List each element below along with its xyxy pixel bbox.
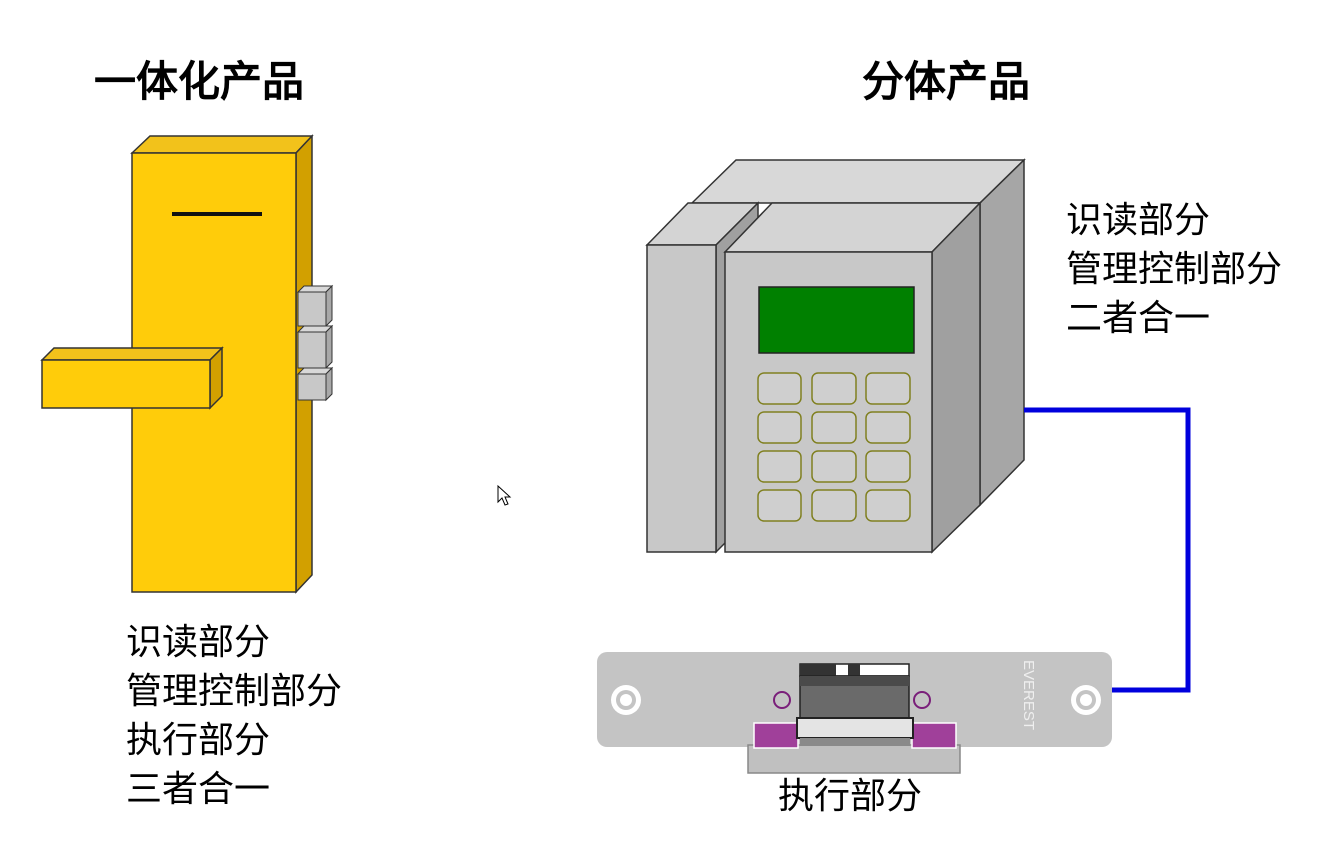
connection-wire bbox=[1024, 407, 1191, 693]
electric-strike bbox=[597, 652, 1112, 774]
lcd-screen bbox=[758, 286, 915, 354]
keypad-key bbox=[757, 411, 802, 444]
keypad-key bbox=[865, 411, 911, 444]
label-execution-part: 执行部分 bbox=[126, 720, 271, 761]
keypad-key bbox=[865, 489, 911, 522]
keypad-key bbox=[811, 450, 857, 483]
keypad bbox=[757, 372, 911, 522]
label-management-control-part: 管理控制部分 bbox=[1066, 249, 1283, 290]
label-three-in-one: 三者合一 bbox=[126, 769, 271, 810]
integrated-labels: 识读部分 管理控制部分 执行部分 三者合一 bbox=[126, 618, 342, 814]
split-labels: 识读部分 管理控制部分 二者合一 bbox=[1066, 196, 1282, 343]
keypad-key bbox=[811, 372, 857, 405]
integrated-lock-illustration bbox=[40, 134, 334, 594]
strike-brand-text: EVERESТ bbox=[1020, 660, 1037, 730]
keypad-key bbox=[865, 450, 911, 483]
label-management-control-part: 管理控制部分 bbox=[126, 671, 343, 712]
keypad-key bbox=[811, 411, 857, 444]
lock-handle bbox=[40, 346, 224, 410]
label-reading-part: 识读部分 bbox=[1066, 200, 1211, 241]
keypad-key bbox=[865, 372, 911, 405]
mouse-cursor-icon bbox=[497, 484, 512, 506]
split-reader-device bbox=[645, 158, 1026, 554]
label-strike-execution-part: 执行部分 bbox=[778, 776, 923, 817]
label-reading-part: 识读部分 bbox=[126, 622, 271, 663]
title-integrated-product: 一体化产品 bbox=[94, 57, 305, 106]
keypad-key bbox=[757, 489, 802, 522]
label-two-in-one: 二者合一 bbox=[1066, 298, 1211, 339]
keypad-key bbox=[757, 450, 802, 483]
keypad-key bbox=[757, 372, 802, 405]
lock-latch bbox=[296, 284, 334, 402]
title-split-product: 分体产品 bbox=[862, 57, 1031, 106]
keypad-key bbox=[811, 489, 857, 522]
